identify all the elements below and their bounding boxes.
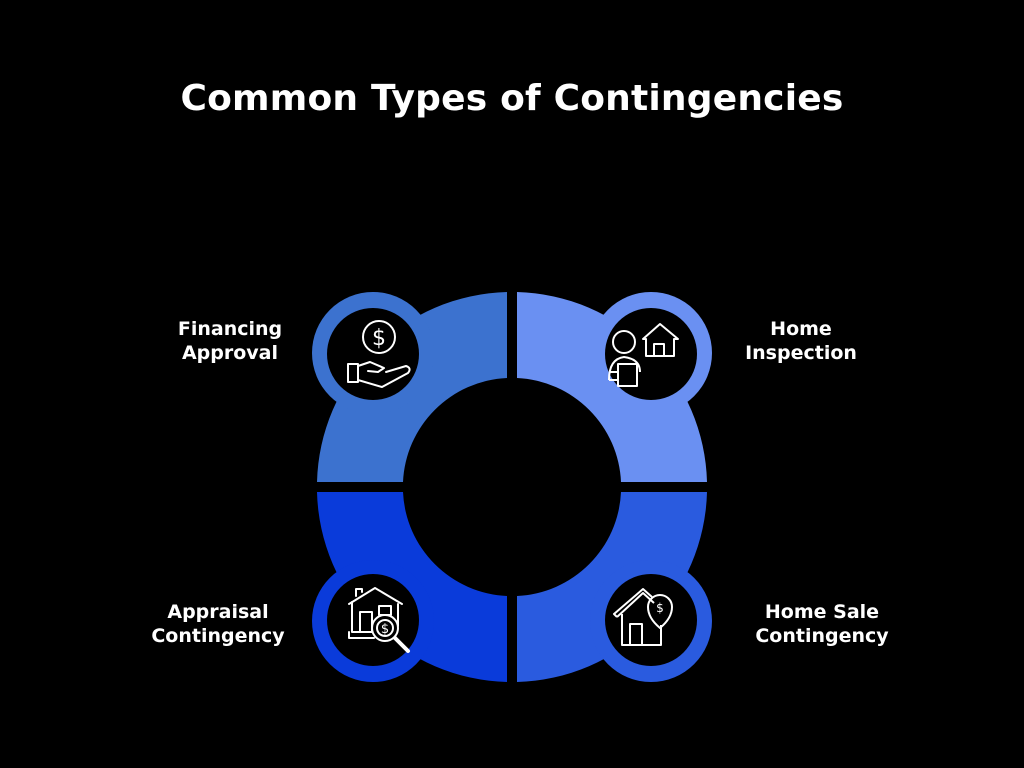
label-home-sale-contingency: Home Sale Contingency (722, 600, 922, 648)
ring-segment-top-left (312, 292, 507, 482)
label-line: Approval (181, 342, 279, 364)
label-home-inspection: Home Inspection (721, 317, 881, 365)
ring-segment-top-right (517, 292, 712, 482)
svg-text:$: $ (372, 326, 386, 351)
label-line: Home (770, 318, 832, 340)
inspector-house-icon (608, 323, 679, 387)
ring-segment-bottom-left (312, 492, 507, 682)
label-line: Appraisal (167, 601, 269, 623)
label-appraisal-contingency: Appraisal Contingency (118, 600, 318, 648)
house-dollar-magnifier-icon: $ (348, 587, 410, 653)
svg-text:$: $ (381, 622, 389, 637)
label-line: Inspection (745, 342, 857, 364)
label-line: Contingency (151, 625, 285, 647)
svg-text:$: $ (656, 601, 664, 615)
ring-segment-bottom-right (517, 492, 712, 682)
label-line: Financing (177, 318, 283, 340)
label-financing-approval: Financing Approval (150, 317, 310, 365)
page-title: Common Types of Contingencies (180, 78, 844, 119)
label-line: Home Sale (764, 601, 880, 623)
hand-holding-dollar-icon: $ (347, 320, 411, 388)
label-line: Contingency (755, 625, 889, 647)
house-dollar-pin-icon: $ (613, 588, 673, 646)
